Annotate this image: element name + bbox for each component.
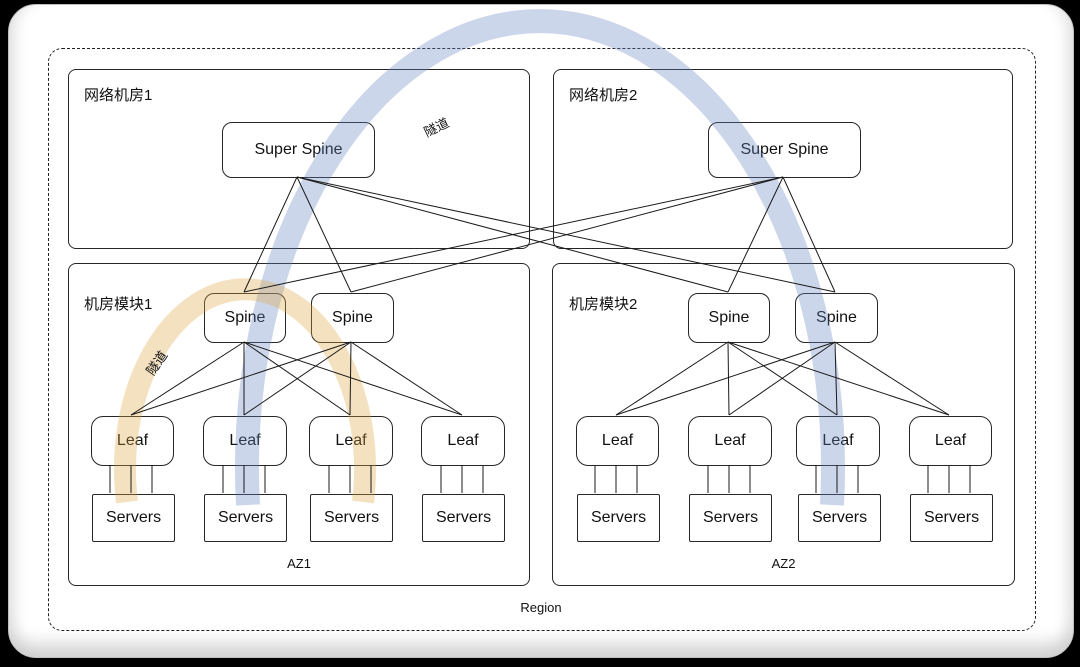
network-room-2-title: 网络机房2: [569, 87, 638, 104]
region-boundary: [48, 48, 1036, 631]
spine-node-2-2: Spine: [795, 293, 878, 343]
leaf-node-1-3: Leaf: [309, 416, 393, 466]
leaf-node-1-2: Leaf: [203, 416, 287, 466]
az1-label: AZ1: [287, 556, 311, 571]
spine-node-1-2: Spine: [311, 293, 394, 343]
servers-node-1-1: Servers: [92, 494, 175, 542]
spine-node-1-1: Spine: [204, 293, 286, 343]
az2-label: AZ2: [771, 556, 796, 571]
az-module-1-title: 机房模块1: [84, 296, 153, 313]
servers-node-1-2: Servers: [204, 494, 287, 542]
leaf-node-1-1: Leaf: [91, 416, 174, 466]
window-card: Region 网络机房1 网络机房2 机房模块1 AZ1 机房模块2 AZ2 S…: [8, 4, 1074, 658]
servers-node-2-2: Servers: [689, 494, 772, 542]
leaf-node-1-4: Leaf: [421, 416, 505, 466]
leaf-node-2-4: Leaf: [909, 416, 992, 466]
leaf-node-2-3: Leaf: [796, 416, 880, 466]
network-room-1-title: 网络机房1: [84, 87, 153, 104]
super-spine-node-1: Super Spine: [222, 122, 375, 178]
spine-node-2-1: Spine: [688, 293, 770, 343]
az-module-2-title: 机房模块2: [569, 296, 638, 313]
servers-node-1-4: Servers: [422, 494, 505, 542]
region-label: Region: [520, 600, 562, 615]
servers-node-2-4: Servers: [910, 494, 993, 542]
servers-node-2-1: Servers: [577, 494, 660, 542]
leaf-node-2-1: Leaf: [576, 416, 659, 466]
servers-node-2-3: Servers: [798, 494, 881, 542]
super-spine-node-2: Super Spine: [708, 122, 861, 178]
leaf-node-2-2: Leaf: [688, 416, 772, 466]
servers-node-1-3: Servers: [310, 494, 393, 542]
